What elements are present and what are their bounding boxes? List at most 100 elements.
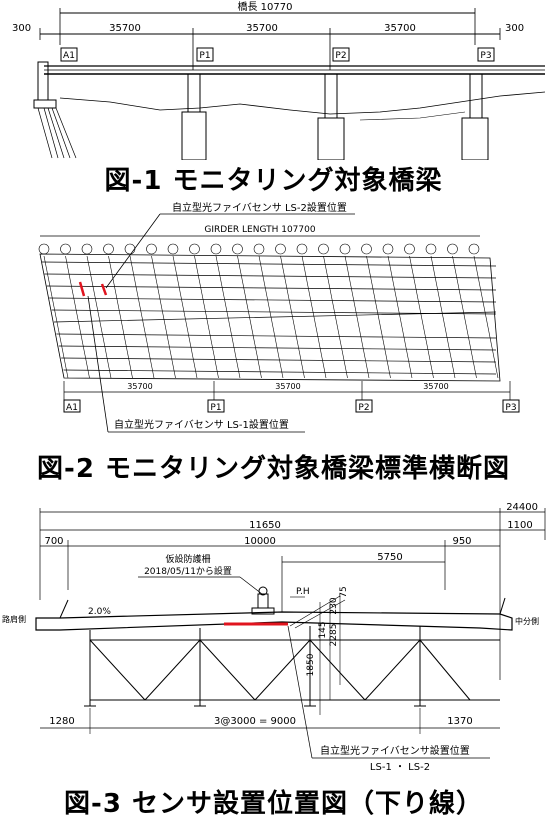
- fig3-d75: 75: [339, 586, 349, 597]
- fig2-grid-marker: [189, 243, 200, 255]
- fig2-longitudinal-line: [46, 285, 497, 291]
- figure3-section: 24400 11650 1100 700 10000 950 5750 仮設防護…: [2, 502, 546, 773]
- fig2-grid-marker: [103, 243, 114, 255]
- fig2-grid-marker: [382, 243, 394, 255]
- fig2-ls1-label: 自立型光ファイバセンサ LS-1設置位置: [114, 418, 289, 431]
- fig3-barrier-date: 2018/05/11から設置: [144, 565, 232, 577]
- fig2-grid-marker: [38, 243, 50, 255]
- fig3-median-side: 中分側: [515, 616, 539, 626]
- fig3-deck-width: 11650: [249, 520, 281, 531]
- fig2-transverse-line: [409, 255, 434, 379]
- fig2-longitudinal-line: [53, 311, 497, 323]
- figure3-caption: 図-3 センサ設置位置図（下り線）: [64, 789, 483, 819]
- fig3-d2285: 2285: [329, 624, 339, 647]
- fig3-sensor-ids: LS-1 ・ LS-2: [370, 762, 430, 773]
- fig2-grid-marker: [60, 243, 71, 255]
- fig2-longitudinal-line: [63, 369, 497, 375]
- fig2-ls1-mark: [78, 281, 86, 297]
- fig3-slope: 2.0%: [88, 607, 111, 617]
- fig2-transverse-line: [151, 255, 176, 379]
- fig1-span-2: 35700: [246, 23, 278, 34]
- fig2-girder-length: GIRDER LENGTH 107700: [204, 225, 315, 235]
- fig2-grid-marker: [210, 243, 222, 255]
- fig2-grid-marker: [361, 243, 372, 255]
- fig2-transverse-line: [172, 255, 198, 379]
- fig2-transverse-line: [129, 255, 155, 379]
- fig2-grid-marker: [468, 243, 480, 255]
- fig2-support-p2: P2: [358, 403, 369, 413]
- fig2-longitudinal-line: [44, 273, 497, 279]
- fig3-left-edge: 700: [44, 536, 63, 547]
- fig1-span-1: 35700: [109, 23, 141, 34]
- fig2-grid-marker: [404, 243, 415, 255]
- figure1-elevation: 橋長 10770 300 300 35700 35700 35700 A1 P1…: [12, 0, 546, 160]
- fig1-span-3: 35700: [384, 23, 416, 34]
- fig2-span-1: 35700: [127, 382, 152, 391]
- fig2-ls2-mark: [100, 283, 108, 296]
- fig2-longitudinal-line: [41, 261, 497, 267]
- fig2-grid-marker: [296, 243, 308, 255]
- fig3-barrier-label: 仮設防護柵: [165, 553, 210, 565]
- fig2-grid-marker: [425, 243, 437, 255]
- fig1-support-p2: P2: [335, 51, 346, 61]
- fig2-span-3: 35700: [423, 382, 448, 391]
- figure2-plan: 自立型光ファイバセンサ LS-2設置位置 GIRDER LENGTH 10770…: [38, 201, 520, 433]
- fig2-transverse-line: [194, 255, 219, 379]
- fig3-left-bottom: 1280: [49, 716, 74, 727]
- fig1-support-a1: A1: [63, 51, 75, 61]
- fig2-longitudinal-line: [61, 357, 497, 363]
- fig2-grid-marker: [232, 243, 243, 255]
- fig2-transverse-line: [237, 255, 262, 379]
- fig2-transverse-line: [452, 255, 477, 379]
- figure2-caption: 図-2 モニタリング対象橋梁標準横断図: [37, 454, 510, 484]
- fig2-transverse-line: [280, 255, 305, 379]
- fig2-transverse-line: [387, 255, 413, 379]
- fig3-median: 1100: [507, 520, 532, 531]
- fig2-transverse-line: [43, 255, 69, 379]
- fig2-transverse-line: [344, 255, 370, 379]
- fig3-total-width: 24400: [506, 502, 538, 513]
- fig2-grid-marker: [124, 243, 136, 255]
- fig1-right-end: 300: [505, 23, 524, 34]
- fig2-longitudinal-line: [49, 297, 497, 303]
- fig3-carriageway: 10000: [244, 536, 276, 547]
- fig2-ls2-label: 自立型光ファイバセンサ LS-2設置位置: [172, 201, 347, 214]
- fig2-transverse-line: [215, 255, 241, 379]
- fig2-transverse-line: [430, 255, 456, 379]
- fig3-right-bottom: 1370: [447, 716, 472, 727]
- fig2-transverse-line: [65, 255, 90, 379]
- fig1-total-label: 橋長 10770: [238, 0, 293, 13]
- fig2-transverse-line: [301, 255, 327, 379]
- fig2-grid-marker: [275, 243, 286, 255]
- fig2-grid-marker: [318, 243, 329, 255]
- fig2-grid-marker: [447, 243, 458, 255]
- fig2-transverse-line: [86, 255, 112, 379]
- fig3-sensor-label: 自立型光ファイバセンサ設置位置: [320, 744, 470, 757]
- figure1-caption: 図-1 モニタリング対象橋梁: [104, 166, 443, 196]
- fig3-height-1850: 1850: [306, 653, 316, 676]
- fig2-grid-marker: [167, 243, 179, 255]
- fig3-ph-label: P.H: [296, 587, 310, 597]
- fig2-support-p1: P1: [210, 403, 221, 413]
- fig2-transverse-line: [258, 255, 284, 379]
- fig2-longitudinal-line: [56, 333, 497, 339]
- fig2-grid-marker: [81, 243, 93, 255]
- fig2-grid-marker: [339, 243, 351, 255]
- fig1-support-p1: P1: [199, 51, 210, 61]
- fig3-offset: 5750: [377, 552, 402, 563]
- fig3-right-edge: 950: [452, 536, 471, 547]
- fig3-d145: 145: [318, 621, 328, 638]
- fig2-transverse-line: [323, 255, 348, 379]
- fig3-girder-spacing: 3@3000 = 9000: [214, 716, 296, 727]
- fig2-support-a1: A1: [66, 403, 78, 413]
- fig2-transverse-line: [366, 255, 391, 379]
- fig2-grid-marker: [253, 243, 265, 255]
- fig2-span-2: 35700: [275, 382, 300, 391]
- fig2-transverse-line: [473, 255, 499, 379]
- fig3-shoulder-side: 路肩側: [2, 614, 26, 624]
- fig2-transverse-line: [108, 255, 133, 379]
- fig2-grid-marker: [146, 243, 157, 255]
- fig1-left-end: 300: [12, 23, 31, 34]
- fig2-support-p3: P3: [505, 403, 516, 413]
- fig1-support-p3: P3: [480, 51, 491, 61]
